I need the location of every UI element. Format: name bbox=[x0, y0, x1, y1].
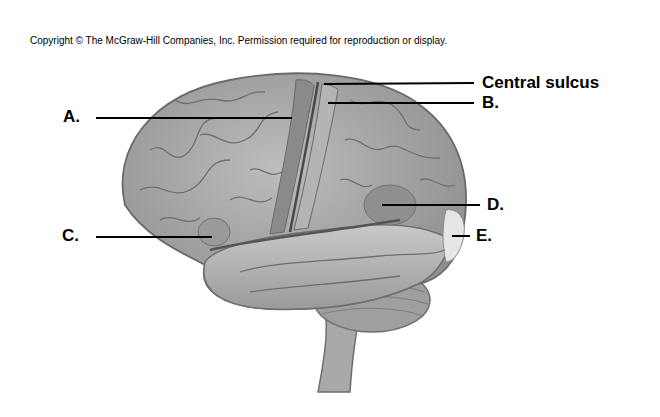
leader-lines bbox=[96, 83, 480, 237]
postcentral-gyrus bbox=[294, 84, 338, 230]
callout-letter: D. bbox=[487, 195, 504, 215]
sulci bbox=[140, 92, 455, 292]
callout-letter: C. bbox=[62, 226, 79, 246]
callout-letter: B. bbox=[482, 93, 499, 113]
cerebrum bbox=[122, 73, 466, 309]
structure-label: Central sulcus bbox=[482, 73, 599, 93]
broca-area bbox=[198, 218, 230, 246]
lateral-sulcus bbox=[210, 220, 400, 250]
central-sulcus bbox=[290, 82, 318, 232]
callout-letter: A. bbox=[63, 107, 80, 127]
copyright-note: Copyright © The McGraw-Hill Companies, I… bbox=[30, 35, 447, 46]
temporal-lobe bbox=[204, 225, 452, 310]
callout-letter: E. bbox=[476, 226, 492, 246]
